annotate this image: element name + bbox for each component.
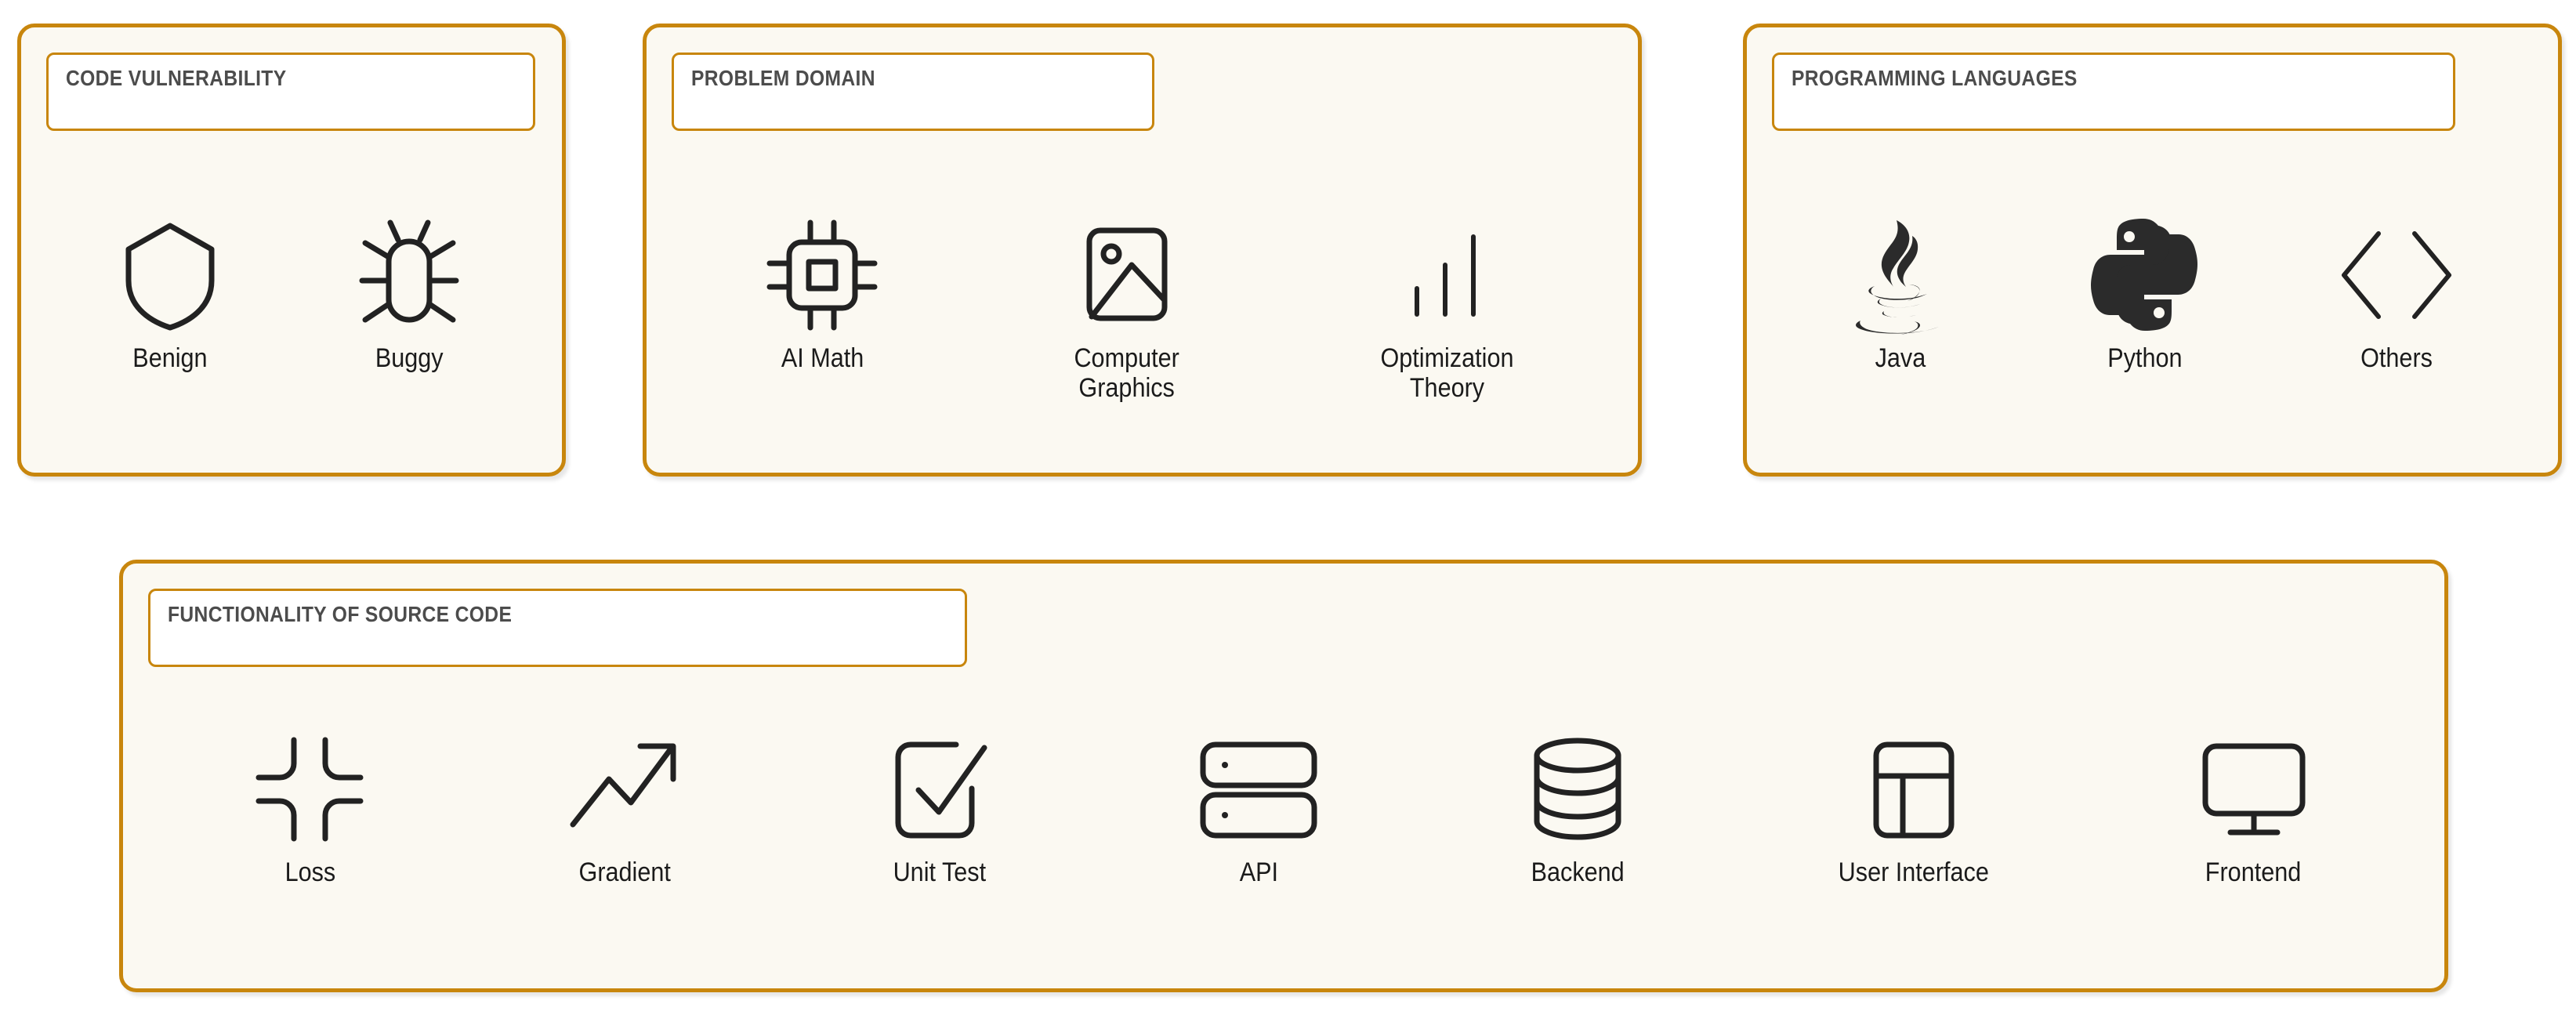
item-python[interactable]: Python [2085,214,2203,373]
item-label: Benign [132,343,208,373]
card-items-programming-languages: Java Python [1747,214,2558,373]
item-unit-test[interactable]: Unit Test [881,728,998,887]
item-loss[interactable]: Loss [251,728,368,887]
item-label: User Interface [1838,857,1989,887]
card-title: CODE VULNERABILITY [66,66,287,90]
item-others[interactable]: Others [2330,214,2463,373]
database-cylinder-icon [1519,728,1636,850]
item-label: AI Math [781,343,864,373]
card-code-vulnerability: CODE VULNERABILITY Benign [17,24,566,477]
card-header-code-vulnerability: CODE VULNERABILITY [46,53,535,131]
card-programming-languages: PROGRAMMING LANGUAGES [1743,24,2562,477]
layout-panels-icon [1859,728,1969,850]
card-title: PROBLEM DOMAIN [691,66,875,90]
card-title: FUNCTIONALITY OF SOURCE CODE [168,602,513,626]
item-api[interactable]: API [1192,728,1325,887]
image-picture-icon [1072,214,1182,335]
item-label: Backend [1531,857,1625,887]
item-label: Computer Graphics [1074,343,1180,404]
item-label: Loss [284,857,335,887]
card-problem-domain: PROBLEM DOMAIN [643,24,1642,477]
card-header-programming-languages: PROGRAMMING LANGUAGES [1772,53,2455,131]
bar-chart-icon [1400,214,1494,335]
python-logo-icon [2085,214,2203,335]
angle-brackets-code-icon [2330,214,2463,335]
card-header-functionality-of-source-code: FUNCTIONALITY OF SOURCE CODE [148,589,967,667]
item-label: Java [1875,343,1926,373]
checkbox-check-icon [881,728,998,850]
item-buggy[interactable]: Buggy [354,214,464,373]
item-label: Unit Test [893,857,987,887]
monitor-display-icon [2191,728,2317,850]
item-backend[interactable]: Backend [1519,728,1636,887]
card-items-problem-domain: AI Math Computer Graphics [647,214,1638,404]
shield-icon [119,214,221,335]
item-ai-math[interactable]: AI Math [763,214,881,373]
item-label: Others [2360,343,2433,373]
item-label: API [1239,857,1278,887]
bug-icon [354,214,464,335]
item-label: Frontend [2205,857,2302,887]
item-frontend[interactable]: Frontend [2191,728,2317,887]
card-title: PROGRAMMING LANGUAGES [1792,66,2078,90]
item-computer-graphics[interactable]: Computer Graphics [1068,214,1185,404]
item-label: Python [2107,343,2183,373]
card-functionality-of-source-code: FUNCTIONALITY OF SOURCE CODE Loss [119,560,2448,992]
item-label: Gradient [578,857,672,887]
focus-corners-icon [251,728,368,850]
item-label: Optimization Theory [1379,343,1514,404]
card-items-code-vulnerability: Benign Buggy [21,214,562,373]
card-items-functionality-of-source-code: Loss Gradient Unit Tes [123,728,2444,887]
item-optimization-theory[interactable]: Optimization Theory [1373,214,1521,404]
java-coffee-cup-icon [1842,214,1959,335]
item-gradient[interactable]: Gradient [562,728,687,887]
card-header-problem-domain: PROBLEM DOMAIN [672,53,1154,131]
item-benign[interactable]: Benign [119,214,221,373]
trending-up-arrow-icon [562,728,687,850]
item-java[interactable]: Java [1842,214,1959,373]
server-racks-icon [1192,728,1325,850]
item-user-interface[interactable]: User Interface [1830,728,1998,887]
cpu-chip-icon [763,214,881,335]
item-label: Buggy [375,343,444,373]
